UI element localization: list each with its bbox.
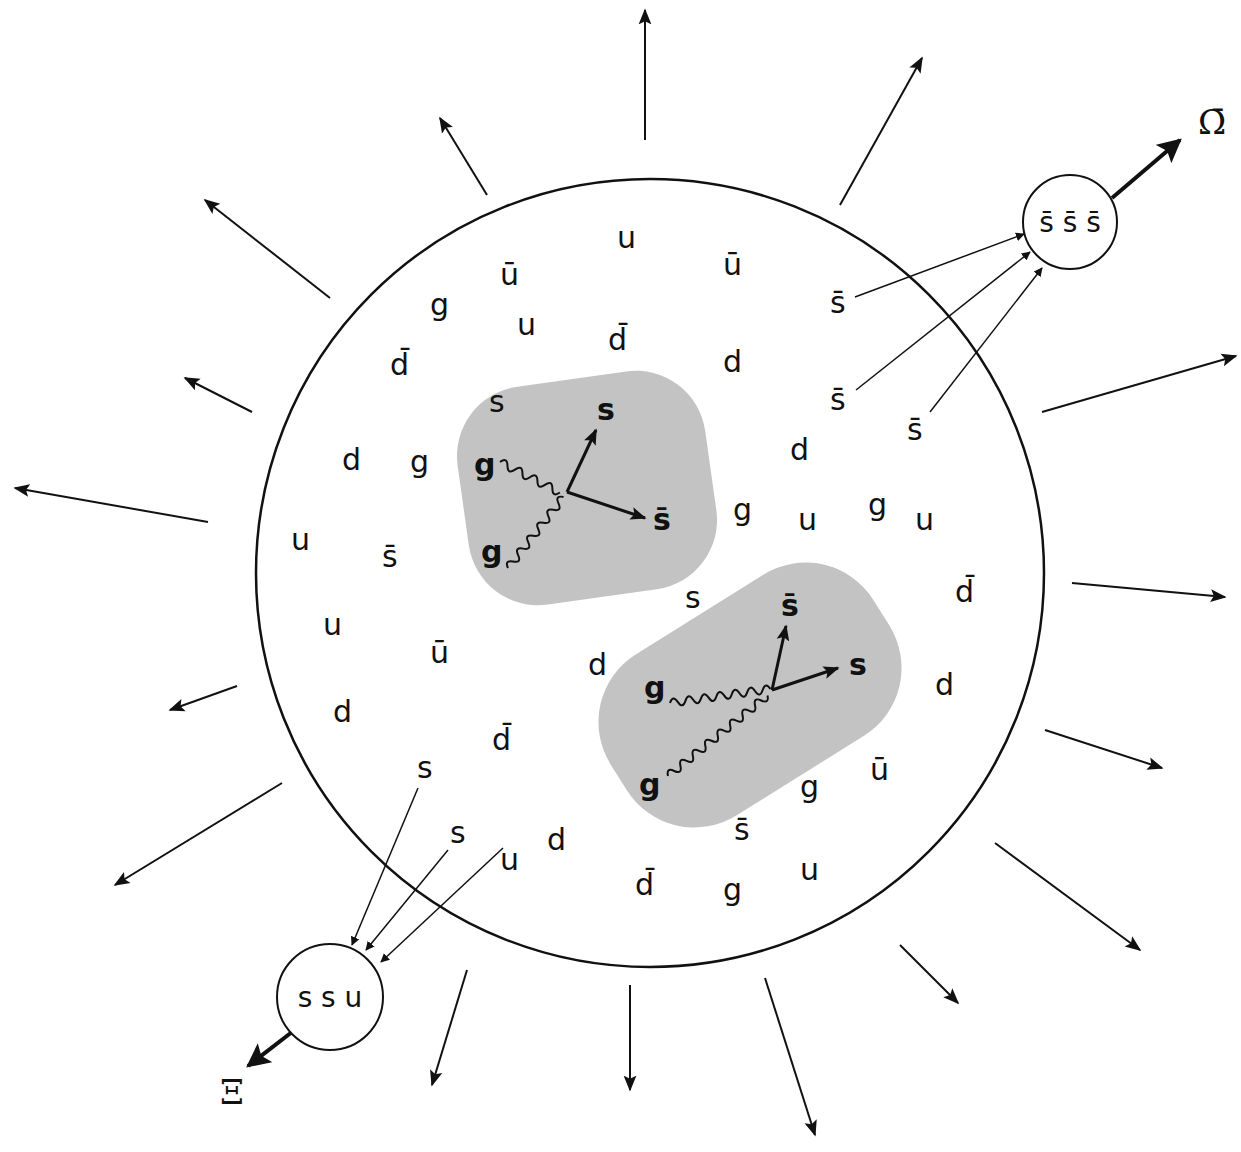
quark-label: ū [430, 638, 449, 668]
quark-content: s s u [298, 981, 363, 1014]
quark-label: g [868, 490, 887, 520]
production-blob [568, 532, 932, 857]
quark-label: u [517, 310, 536, 340]
quark-label: u [291, 525, 310, 555]
quark-label: u [323, 610, 342, 640]
quark-label: ū [723, 250, 742, 280]
quark-label: s̄ [382, 542, 398, 572]
hadron-arrows [248, 140, 1180, 1066]
plasma-boundary [256, 179, 1044, 967]
quark-label: g [733, 495, 752, 525]
quark-label: s̄ [830, 288, 846, 318]
quark-label: g [474, 450, 495, 480]
quark-content: s̄ s̄ s̄ [1039, 206, 1101, 239]
quark-label: s [849, 650, 867, 680]
quark-label: d [333, 697, 352, 727]
quark-label: d [547, 825, 566, 855]
quark-label: u [915, 505, 934, 535]
quark-label: s̄ [781, 591, 799, 621]
quark-label: s̄ [907, 415, 923, 445]
quark-label: d̄ [492, 725, 511, 755]
quark-label: s [597, 395, 615, 425]
quark-label: g [639, 770, 660, 800]
hadron-name: Ξ [220, 1075, 244, 1109]
quark-label: d̄ [955, 577, 974, 607]
quark-label: s̄ [830, 385, 846, 415]
hadron-circle: s s u [276, 943, 384, 1051]
quark-label: d̄ [635, 870, 654, 900]
quark-label: d [588, 650, 607, 680]
quark-label: g [410, 447, 429, 477]
quark-label: s [685, 583, 701, 613]
quark-label: g [800, 772, 819, 802]
quark-label: g [723, 875, 742, 905]
quark-label: s̄ [653, 505, 671, 535]
hadron-name: Ω̄ [1198, 105, 1226, 139]
quark-label: d [935, 670, 954, 700]
expansion-arrows [15, 10, 1236, 1135]
production-blob [448, 362, 726, 615]
quark-label: ū [870, 755, 889, 785]
quark-label: ū [500, 260, 519, 290]
quark-label: u [798, 505, 817, 535]
quark-label: g [481, 537, 502, 567]
hadron-circle: s̄ s̄ s̄ [1022, 174, 1118, 270]
quark-label: s̄ [734, 815, 750, 845]
coalescence-lines [352, 234, 1042, 962]
quark-label: d [790, 435, 809, 465]
quark-label: d̄ [608, 325, 627, 355]
quark-label: d̄ [390, 350, 409, 380]
quark-label: u [800, 855, 819, 885]
quark-label: d [342, 445, 361, 475]
quark-label: s [450, 818, 466, 848]
quark-label: g [430, 290, 449, 320]
quark-label: d [723, 347, 742, 377]
quark-label: u [617, 223, 636, 253]
quark-label: g [644, 673, 665, 703]
quark-label: s [417, 753, 433, 783]
quark-label: s [489, 387, 505, 417]
quark-label: u [500, 845, 519, 875]
